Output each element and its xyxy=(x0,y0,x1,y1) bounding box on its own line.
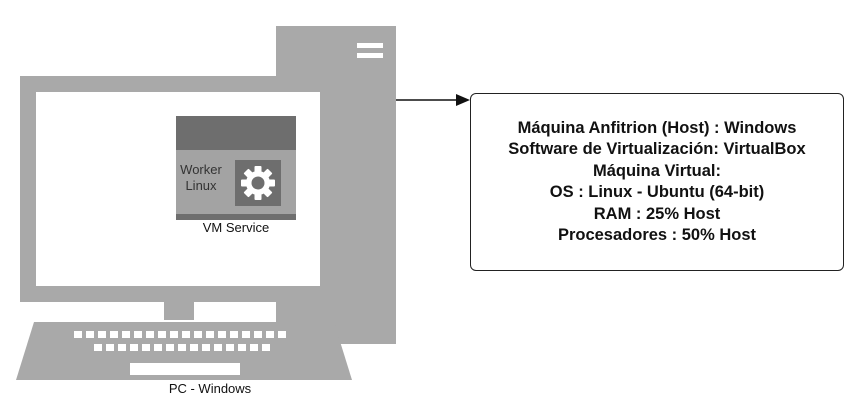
keyboard-key xyxy=(142,344,150,351)
gear-icon xyxy=(235,160,281,206)
keyboard-key xyxy=(94,344,102,351)
keyboard-key xyxy=(218,331,226,338)
info-line: OS : Linux - Ubuntu (64-bit) xyxy=(549,183,765,201)
keyboard-key xyxy=(262,344,270,351)
keyboard-key xyxy=(122,331,130,338)
info-line: Procesadores : 50% Host xyxy=(557,226,757,244)
keyboard-key xyxy=(154,344,162,351)
keyboard-key xyxy=(146,331,154,338)
keyboard-key xyxy=(278,331,286,338)
info-line: Máquina Virtual: xyxy=(592,161,722,180)
keyboard-key xyxy=(106,344,114,351)
keyboard-key xyxy=(194,331,202,338)
keyboard-key xyxy=(266,331,274,338)
info-line: Máquina Anfitrion (Host) : Windows xyxy=(517,118,797,137)
vm-window-header xyxy=(176,116,296,150)
keyboard-key xyxy=(98,331,106,338)
keyboard-spacebar xyxy=(130,363,240,375)
keyboard-key xyxy=(226,344,234,351)
vm-caption: VM Service xyxy=(202,220,270,235)
info-line: Software de Virtualización: VirtualBox xyxy=(508,140,806,158)
vm-title-line: Worker xyxy=(180,162,222,177)
keyboard-key xyxy=(214,344,222,351)
keyboard-key xyxy=(166,344,174,351)
keyboard-key xyxy=(254,331,262,338)
keyboard-key xyxy=(86,331,94,338)
keyboard-key xyxy=(130,344,138,351)
keyboard-key xyxy=(158,331,166,338)
keyboard-key xyxy=(250,344,258,351)
pc-caption: PC - Windows xyxy=(168,381,252,396)
keyboard-key xyxy=(202,344,210,351)
keyboard-key xyxy=(134,331,142,338)
keyboard-key xyxy=(170,331,178,338)
keyboard-key xyxy=(74,331,82,338)
info-line: RAM : 25% Host xyxy=(593,204,721,223)
info-box: Máquina Anfitrion (Host) : Windows Softw… xyxy=(470,93,844,271)
keyboard-key xyxy=(206,331,214,338)
keyboard-key xyxy=(178,344,186,351)
keyboard xyxy=(16,322,352,380)
keyboard-key xyxy=(118,344,126,351)
keyboard-key xyxy=(182,331,190,338)
connector-arrow xyxy=(396,94,470,106)
keyboard-key xyxy=(110,331,118,338)
keyboard-key xyxy=(190,344,198,351)
keyboard-key xyxy=(242,331,250,338)
keyboard-key xyxy=(230,331,238,338)
vm-title-line: Linux xyxy=(185,178,217,193)
keyboard-key xyxy=(238,344,246,351)
vm-window-title: Worker Linux xyxy=(172,162,230,194)
monitor-stand xyxy=(164,302,194,320)
